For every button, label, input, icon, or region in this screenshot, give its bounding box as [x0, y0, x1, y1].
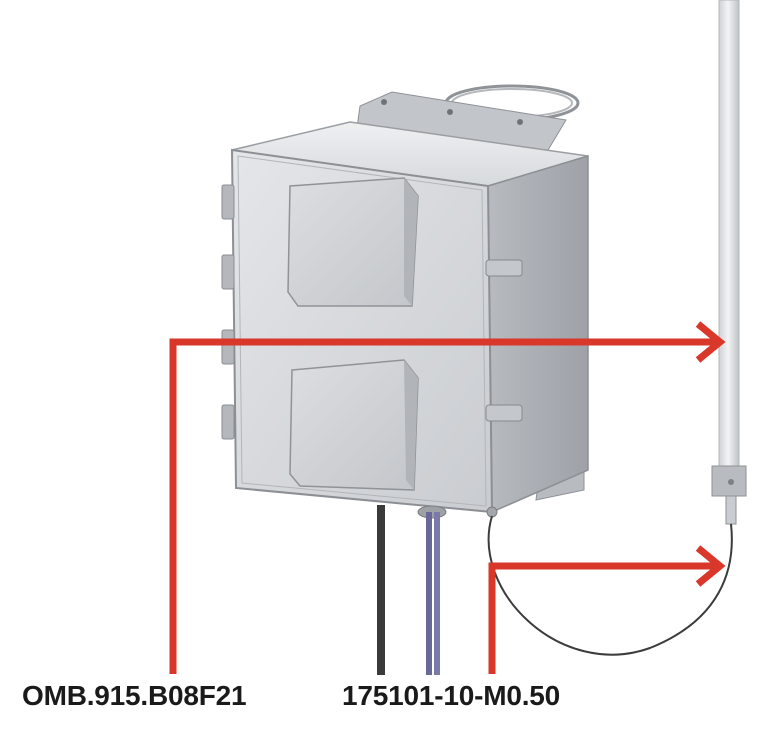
- cable-icon: [487, 515, 733, 656]
- callout-antenna: [169, 321, 726, 674]
- conduit-cables: [377, 505, 440, 675]
- enclosure-side: [487, 154, 589, 514]
- arrow-icon: [695, 545, 726, 587]
- cable-part-number-label: 175101-10-M0.50: [342, 680, 561, 711]
- antenna-icon: [711, 0, 747, 525]
- antenna-part-number-label: OMB.915.B08F21: [22, 680, 247, 711]
- enclosure-icon: [221, 148, 523, 519]
- arrow-icon: [695, 321, 726, 363]
- callout-cable: [488, 545, 726, 674]
